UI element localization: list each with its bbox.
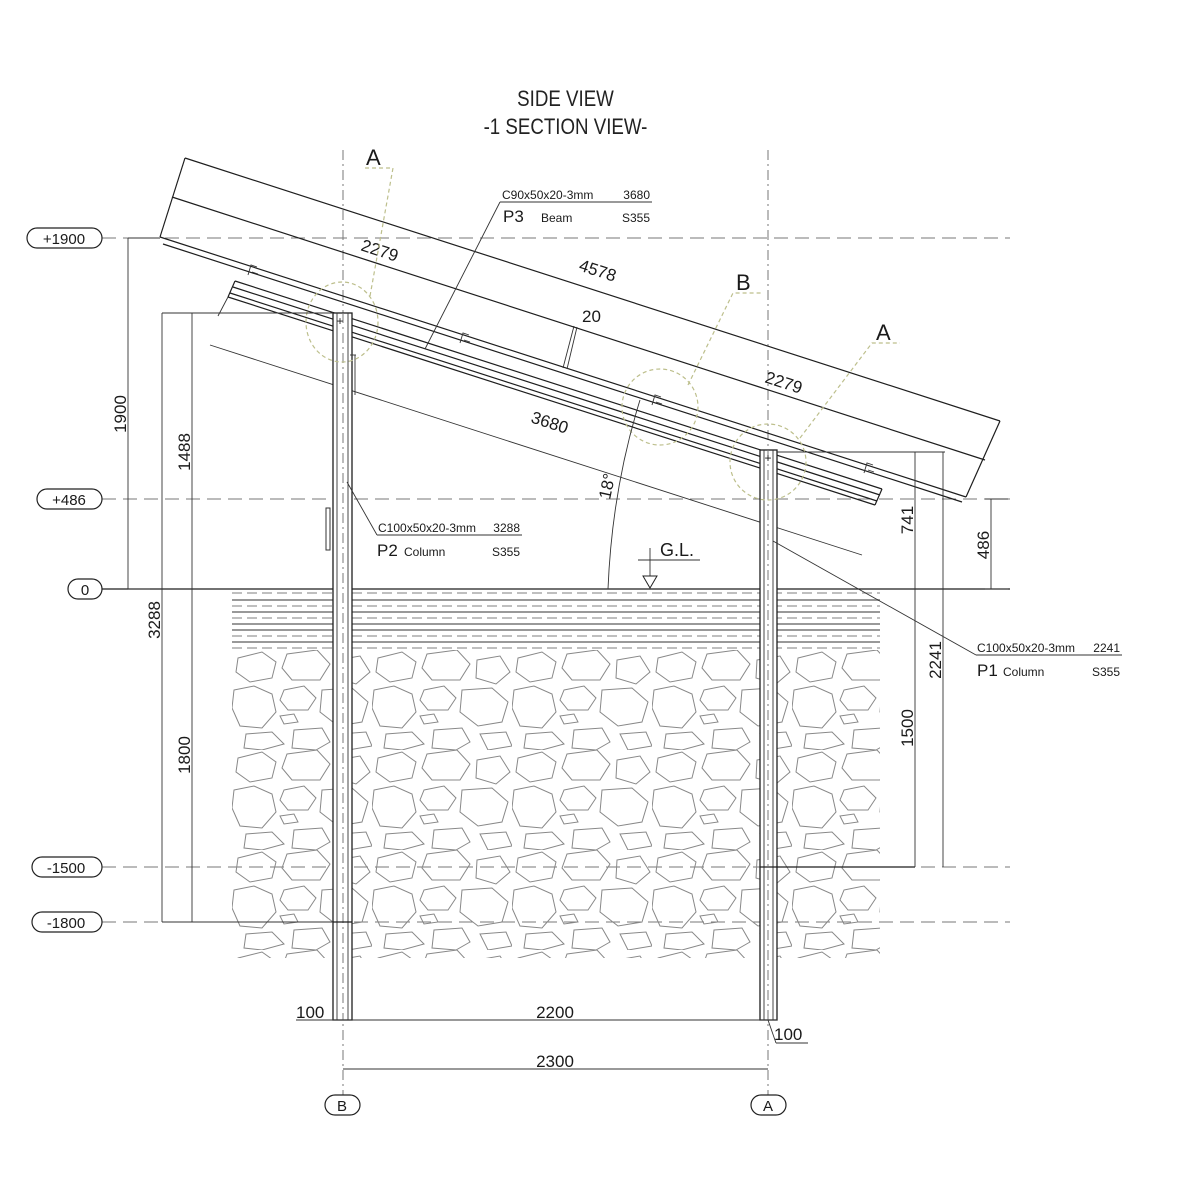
- grid-marker-a: A: [750, 1094, 787, 1116]
- svg-text:2279: 2279: [763, 368, 805, 398]
- svg-text:1500: 1500: [898, 709, 917, 747]
- svg-text:S355: S355: [622, 211, 650, 225]
- drawing-title: SIDE VIEW: [517, 86, 614, 111]
- drawing-subtitle: -1 SECTION VIEW-: [483, 114, 648, 139]
- svg-text:2241: 2241: [1093, 641, 1120, 655]
- column-p1: +: [759, 449, 915, 1021]
- svg-text:A: A: [876, 320, 891, 345]
- svg-text:B: B: [337, 1098, 347, 1115]
- svg-text:1800: 1800: [175, 736, 194, 774]
- label-p3-beam: C90x50x20-3mm 3680 P3 Beam S355: [424, 188, 652, 350]
- svg-text:C100x50x20-3mm: C100x50x20-3mm: [378, 521, 476, 535]
- svg-text:0: 0: [81, 582, 89, 599]
- dim-right-486: 486: [974, 498, 1008, 590]
- svg-text:-1500: -1500: [47, 860, 85, 877]
- dim-right-2241: 2241: [926, 452, 945, 867]
- svg-text:3288: 3288: [145, 601, 164, 639]
- svg-text:P3: P3: [503, 207, 524, 226]
- svg-text:1488: 1488: [175, 433, 194, 471]
- column-p2: +: [325, 312, 356, 1021]
- grid-marker-b: B: [324, 1094, 361, 1116]
- svg-text:A: A: [763, 1098, 773, 1115]
- svg-text:G.L.: G.L.: [660, 540, 694, 560]
- svg-text:3288: 3288: [493, 521, 520, 535]
- svg-text:P1: P1: [977, 661, 998, 680]
- svg-text:486: 486: [974, 531, 993, 559]
- svg-text:18°: 18°: [595, 472, 619, 501]
- detail-callout-b: B: [621, 270, 762, 446]
- svg-text:B: B: [736, 270, 751, 295]
- level-marker-486: +486: [36, 488, 103, 510]
- svg-text:3680: 3680: [529, 408, 571, 438]
- svg-text:1900: 1900: [111, 395, 130, 433]
- svg-text:2241: 2241: [926, 641, 945, 679]
- svg-text:Column: Column: [1003, 665, 1044, 679]
- dim-left-1900: 1900: [111, 237, 160, 590]
- level-marker-1900: +1900: [26, 227, 103, 249]
- stone-fill: [232, 650, 880, 958]
- level-marker-minus1800: -1800: [31, 911, 103, 933]
- dim-horizontal-2200: 2200: [296, 1003, 777, 1022]
- svg-text:Column: Column: [404, 545, 445, 559]
- dim-right-1500: 1500: [898, 709, 917, 747]
- svg-text:Beam: Beam: [541, 211, 572, 225]
- dim-horizontal-2300: 2300: [343, 1052, 768, 1071]
- ground-soil-layer: [232, 592, 880, 649]
- svg-text:4578: 4578: [577, 256, 619, 286]
- svg-text:741: 741: [898, 506, 917, 534]
- svg-text:C100x50x20-3mm: C100x50x20-3mm: [977, 641, 1075, 655]
- detail-callout-a-right: A: [729, 320, 900, 501]
- svg-text:+: +: [764, 451, 771, 465]
- svg-text:+1900: +1900: [43, 231, 85, 248]
- svg-text:100: 100: [296, 1003, 324, 1022]
- svg-text:S355: S355: [1092, 665, 1120, 679]
- dim-right-offset: 100: [767, 1019, 808, 1044]
- svg-text:-1800: -1800: [47, 915, 85, 932]
- level-marker-minus1500: -1500: [31, 856, 103, 878]
- dim-left-3288: 3288: [145, 312, 333, 923]
- svg-text:+486: +486: [52, 492, 86, 509]
- svg-text:A: A: [366, 145, 381, 170]
- dim-angle: 18°: [595, 399, 641, 590]
- dim-left-1800: 1800: [175, 589, 194, 922]
- svg-text:P2: P2: [377, 541, 398, 560]
- svg-text:20: 20: [582, 307, 601, 326]
- svg-text:S355: S355: [492, 545, 520, 559]
- svg-text:2300: 2300: [536, 1052, 574, 1071]
- detail-callout-a-left: A: [305, 145, 394, 363]
- label-p2-column: C100x50x20-3mm 3288 P2 Column S355: [346, 481, 522, 560]
- svg-text:C90x50x20-3mm: C90x50x20-3mm: [502, 188, 593, 202]
- pv-panel: [159, 157, 1001, 503]
- dim-right-741: 741: [777, 451, 945, 867]
- ground-level-marker: G.L.: [638, 540, 700, 589]
- svg-text:100: 100: [774, 1025, 802, 1044]
- dim-left-1488: 1488: [175, 313, 194, 589]
- dim-gap: 20: [562, 307, 601, 370]
- level-marker-0: 0: [67, 578, 103, 600]
- label-p1-column: C100x50x20-3mm 2241 P1 Column S355: [772, 540, 1122, 680]
- svg-text:2200: 2200: [536, 1003, 574, 1022]
- dim-left-offset: 100: [296, 1003, 324, 1022]
- svg-text:+: +: [336, 314, 343, 328]
- svg-text:3680: 3680: [623, 188, 650, 202]
